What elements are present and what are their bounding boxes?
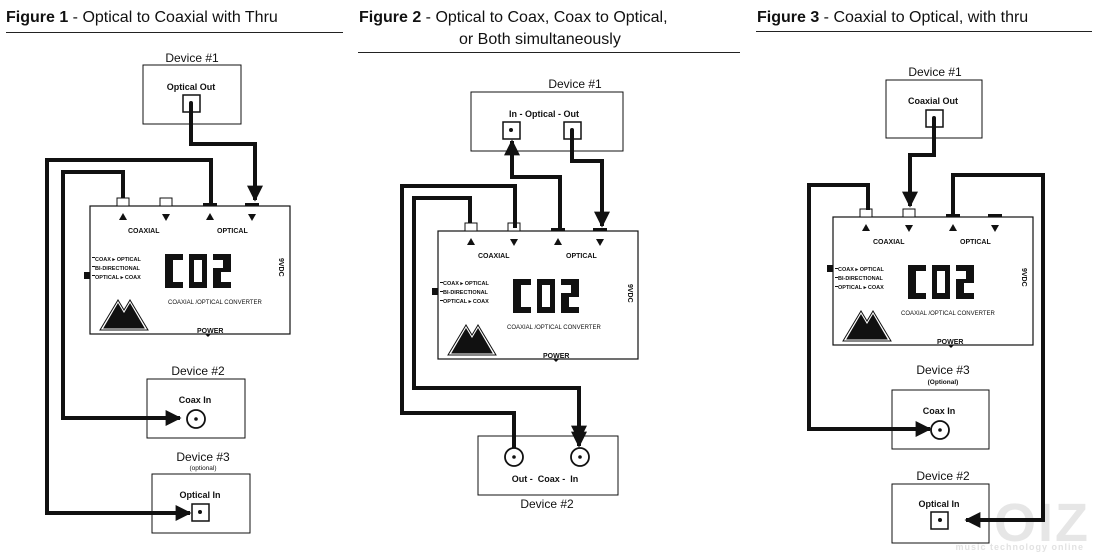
figure-2-device2-box xyxy=(477,435,619,496)
figure-2-optical-in-jack xyxy=(502,121,521,140)
figure-1-vdc-label: 9VDC xyxy=(277,258,284,277)
figure-2-vdc-label: 9VDC xyxy=(626,284,633,303)
figure-2-cables xyxy=(400,130,610,455)
figure-2-title: Figure 2 - Optical to Coax, Coax to Opti… xyxy=(359,8,668,27)
figure-1-device3-name: Device #3 xyxy=(176,450,230,464)
figure-2-coaxial-label: COAXIAL xyxy=(478,253,510,260)
figure-2-mode-switch xyxy=(432,288,438,295)
figure-2-device1-box xyxy=(470,91,624,152)
figure-2-device2-name: Device #2 xyxy=(520,497,574,511)
figure-1-caption: - Optical to Coaxial with Thru xyxy=(68,9,278,26)
figure-3-device2-name: Device #2 xyxy=(916,469,970,483)
figure-2-caption: - Optical to Coax, Coax to Optical, xyxy=(421,9,668,26)
figure-2-mode3: OPTICAL ▸ COAX xyxy=(443,299,489,305)
watermark-subtext: music technology online xyxy=(955,542,1084,552)
figure-2-diagram: Device #1 In - Optical - Out COAXIAL OPT… xyxy=(400,77,639,511)
figure-1-optical-label: OPTICAL xyxy=(217,228,248,235)
figure-1-device2-box xyxy=(146,378,246,439)
figure-3-mode-switch xyxy=(827,265,833,272)
figure-1-coaxial-label: COAXIAL xyxy=(128,228,160,235)
figure-1-diagram: Device #1 Optical Out COAXIAL OPTICAL CO… xyxy=(45,51,291,534)
figure-2-number: Figure 2 xyxy=(359,9,422,26)
figure-3-device3-port-label: Coax In xyxy=(923,406,956,416)
figure-3-caption: - Coaxial to Optical, with thru xyxy=(819,9,1029,26)
figure-1-converter xyxy=(84,197,291,338)
figure-1-number: Figure 1 xyxy=(6,9,69,26)
figure-3-device3-box xyxy=(891,389,990,450)
figure-1-mode3: OPTICAL ▸ COAX xyxy=(95,275,141,281)
figure-1-device1-name: Device #1 xyxy=(165,51,219,65)
figure-3-title: Figure 3 - Coaxial to Optical, with thru xyxy=(757,8,1028,27)
figure-1-device3-note: (optional) xyxy=(189,465,216,472)
figure-3-device3-name: Device #3 xyxy=(916,363,970,377)
figure-3-converter-subtitle: COAXIAL /OPTICAL CONVERTER xyxy=(901,311,995,317)
figure-1-device1-port-label: Optical Out xyxy=(167,82,216,92)
figure-2-mode2: BI-DIRECTIONAL xyxy=(443,290,489,296)
figure-1-rule xyxy=(6,32,343,33)
figure-3-device3-note: (Optional) xyxy=(928,379,959,386)
figure-1-mode1: COAX ▸ OPTICAL xyxy=(95,257,141,263)
figure-3-vdc-label: 9VDC xyxy=(1020,268,1027,287)
figure-2-rule xyxy=(358,52,740,53)
figure-3-coaxial-label: COAXIAL xyxy=(873,239,905,246)
figure-3-optical-label: OPTICAL xyxy=(960,239,991,246)
figure-2-mode1: COAX ▸ OPTICAL xyxy=(443,281,489,287)
figure-1-power-label: POWER xyxy=(197,328,223,335)
figure-3-device1-port-label: Coaxial Out xyxy=(908,96,958,106)
figure-3-diagram: Device #1 Coaxial Out COAXIAL OPTICAL CO… xyxy=(807,65,1045,544)
figure-2-optical-label: OPTICAL xyxy=(566,253,597,260)
figure-3-converter xyxy=(827,208,1034,349)
figure-1-device2-name: Device #2 xyxy=(171,364,225,378)
figure-3-power-label: POWER xyxy=(937,339,963,346)
figure-1-title: Figure 1 - Optical to Coaxial with Thru xyxy=(6,8,278,27)
figure-2-converter-subtitle: COAXIAL /OPTICAL CONVERTER xyxy=(507,325,601,331)
figure-3-rule xyxy=(756,31,1092,32)
figure-3-mode3: OPTICAL ▸ COAX xyxy=(838,285,884,291)
figure-2-power-label: POWER xyxy=(543,353,569,360)
figure-3-number: Figure 3 xyxy=(757,9,820,26)
figure-1-device2-port-label: Coax In xyxy=(179,395,212,405)
figure-2-caption-line2: or Both simultaneously xyxy=(459,31,621,48)
figure-2-device1-name: Device #1 xyxy=(548,77,602,91)
figure-1-converter-subtitle: COAXIAL /OPTICAL CONVERTER xyxy=(168,300,262,306)
figure-3-device1-name: Device #1 xyxy=(908,65,962,79)
figure-2-converter xyxy=(432,222,639,363)
figure-3-device2-port-label: Optical In xyxy=(918,499,959,509)
figure-3-mode1: COAX ▸ OPTICAL xyxy=(838,267,884,273)
figure-1-mode2: BI-DIRECTIONAL xyxy=(95,266,141,272)
figure-2-device1-port-label: In - Optical - Out xyxy=(509,109,579,119)
figure-1-mode-switch xyxy=(84,272,90,279)
figure-2-device2-port-label: Out - Coax - In xyxy=(512,474,579,484)
figure-1-device3-port-label: Optical In xyxy=(179,490,220,500)
figure-3-mode2: BI-DIRECTIONAL xyxy=(838,276,884,282)
